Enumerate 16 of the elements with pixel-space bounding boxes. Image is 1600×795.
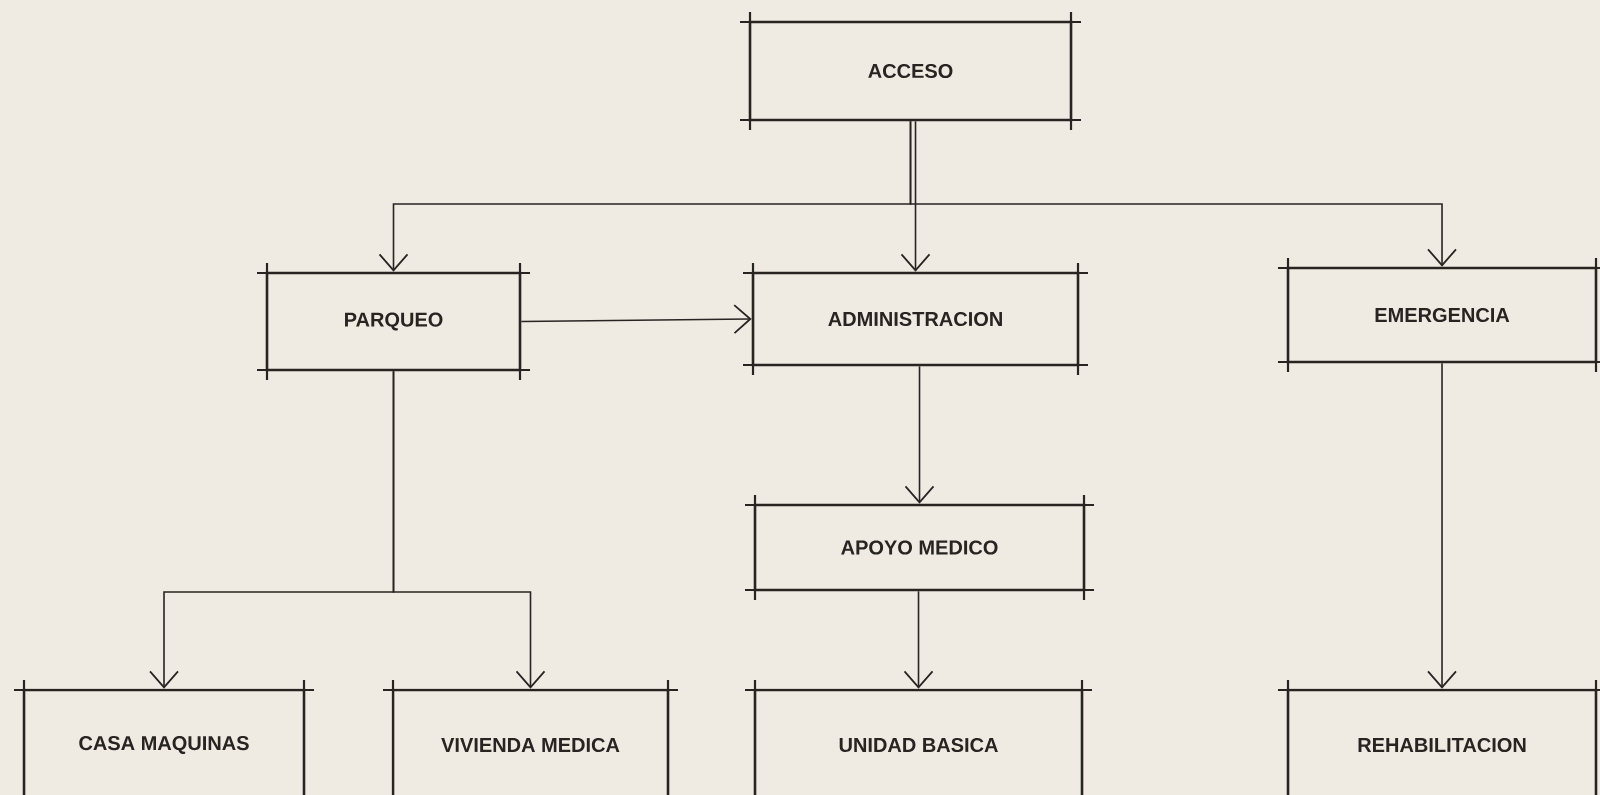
process-box: VIVIENDA MEDICA	[381, 678, 680, 795]
process-box: ACCESO	[738, 10, 1083, 132]
process-box: PARQUEO	[255, 261, 532, 382]
process-box: UNIDAD BASICA	[743, 678, 1094, 795]
process-box: EMERGENCIA	[1276, 256, 1600, 374]
arrow	[904, 365, 935, 504]
arrow	[520, 304, 752, 335]
arrow	[392, 370, 546, 689]
process-box: ADMINISTRACION	[741, 261, 1090, 377]
arrow	[909, 120, 1457, 267]
arrow	[900, 120, 931, 272]
process-box: CASA MAQUINAS	[12, 678, 316, 795]
arrow	[1427, 362, 1457, 689]
process-box: APOYO MEDICO	[743, 493, 1096, 602]
process-box: REHABILITACION	[1276, 678, 1600, 795]
arrow	[903, 590, 934, 689]
